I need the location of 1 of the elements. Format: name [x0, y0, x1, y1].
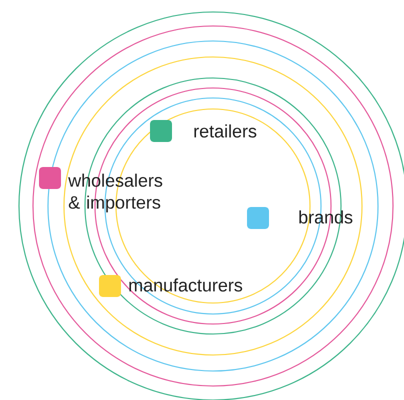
legend-label: retailers — [194, 124, 256, 138]
